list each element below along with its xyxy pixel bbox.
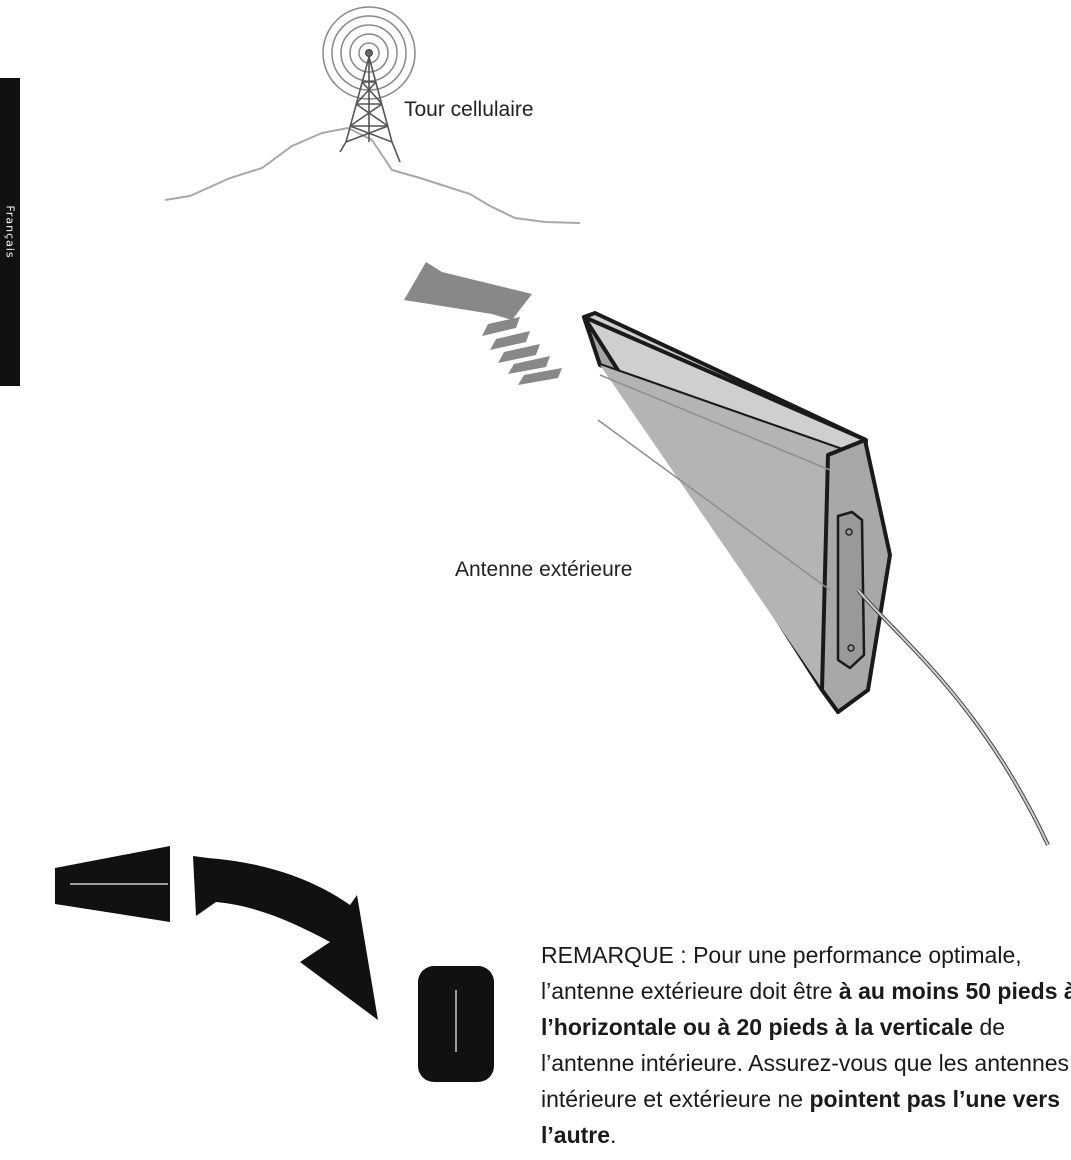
note-distance: à au moins 50 pieds à l’horizontale ou à… <box>541 978 1071 1040</box>
note-prefix: REMARQUE : Pour une performance optimale… <box>541 942 1022 1004</box>
note-mid: de l’antenne intérieure. Assurez-vous qu… <box>541 1014 1070 1112</box>
signal-arrow-icon <box>404 262 562 385</box>
note-suffix: . <box>610 1122 617 1148</box>
tower-label: Tour cellulaire <box>404 98 534 121</box>
mountain-ridge <box>164 126 581 224</box>
note-warning: pointent pas l’une vers l’autre <box>541 1086 1060 1148</box>
language-tab: Français <box>0 78 20 386</box>
placement-note: REMARQUE : Pour une performance optimale… <box>541 937 1071 1153</box>
cell-tower-icon <box>322 6 416 163</box>
outdoor-antenna-label: Antenne extérieure <box>455 558 633 581</box>
indoor-antenna-icon <box>55 846 170 922</box>
indoor-antenna-front-icon <box>418 966 494 1082</box>
outdoor-antenna-icon <box>582 311 1050 846</box>
curved-arrow-icon <box>193 856 378 1020</box>
